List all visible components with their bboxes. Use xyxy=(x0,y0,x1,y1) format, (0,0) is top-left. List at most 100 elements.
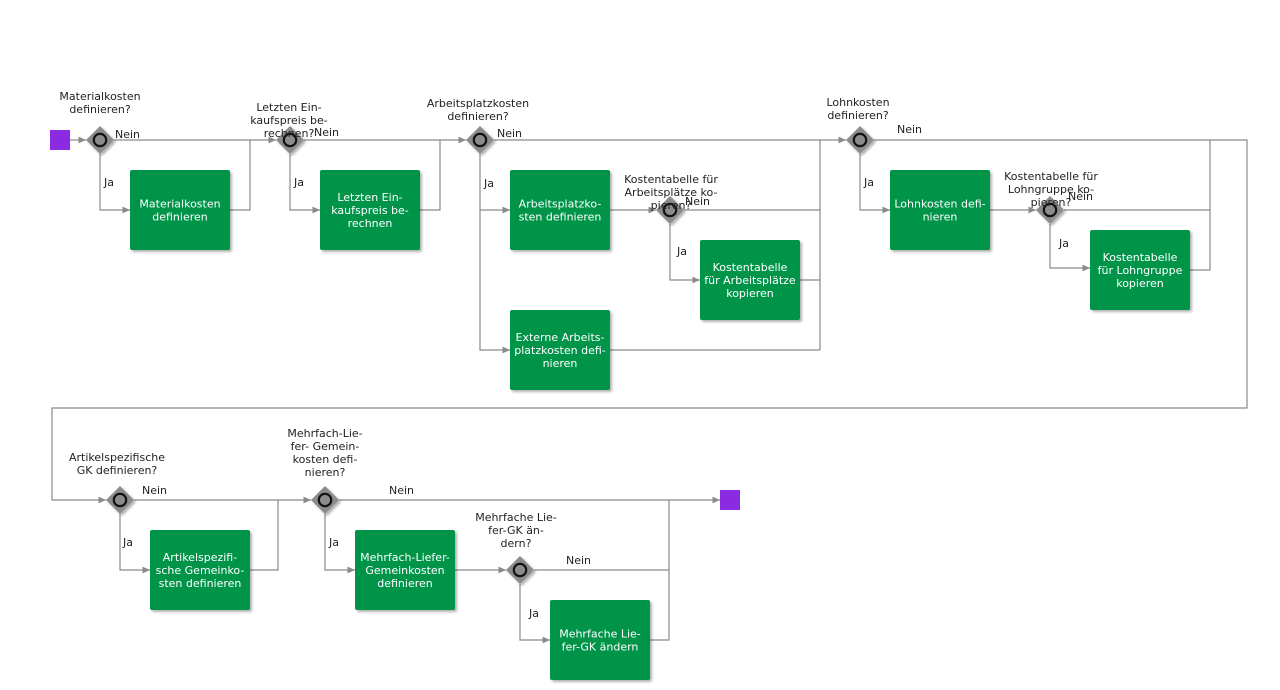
gateway-diamond-icon xyxy=(276,126,304,154)
gateway-yes-label: Ja xyxy=(103,176,114,189)
gateway-diamond-icon xyxy=(656,196,684,224)
gateway-yes-label: Ja xyxy=(328,536,339,549)
gateway-yes-label: Ja xyxy=(483,177,494,190)
gateway-question-line: GK definieren? xyxy=(77,464,158,477)
task-box xyxy=(700,240,800,320)
task-externe[interactable]: Externe Arbeits-platzkosten defi-nieren xyxy=(510,310,610,390)
flow-mehrfach-aendern-yes xyxy=(519,584,550,644)
gateway-question-line: Artikelspezifische xyxy=(69,451,165,464)
task-box xyxy=(510,310,610,390)
gateway-question-line: fer-GK än- xyxy=(488,524,544,537)
task-label-line: Mehrfache Lie- xyxy=(559,628,641,641)
event-circle-icon xyxy=(852,132,868,148)
gateway-question-line: pieren? xyxy=(651,199,692,212)
task-label-line: nieren xyxy=(923,211,958,224)
flow-material-no xyxy=(114,139,251,211)
gateway-question-line: nieren? xyxy=(305,466,346,479)
task-box xyxy=(150,530,250,610)
task-box xyxy=(890,170,990,250)
task-label: Artikelspezifi-sche Gemeinko-sten defini… xyxy=(156,551,245,590)
event-circle-icon xyxy=(512,562,528,578)
gateway-question: Mehrfache Lie-fer-GK än-dern? xyxy=(475,511,557,550)
gateway-kt-lohn[interactable] xyxy=(1036,196,1064,224)
gateway-material[interactable] xyxy=(86,126,114,154)
flow-artikel-gk-yes xyxy=(119,514,150,574)
gateway-question-line: Materialkosten xyxy=(59,90,140,103)
flow-ek-preis-no xyxy=(304,139,441,211)
task-box xyxy=(550,600,650,680)
task-arbeitsplatz[interactable]: Arbeitsplatzko-sten definieren xyxy=(510,170,610,250)
gateway-ek-preis[interactable] xyxy=(276,126,304,154)
task-label-line: definieren xyxy=(377,577,433,590)
task-label-line: Lohnkosten defi- xyxy=(894,198,985,211)
event-circle-icon xyxy=(317,492,333,508)
gateway-kt-arbeitsplatz[interactable] xyxy=(656,196,684,224)
gateway-yes-label: Ja xyxy=(676,245,687,258)
task-label-line: rechnen xyxy=(348,217,393,230)
gateway-no-label: Nein xyxy=(314,126,339,139)
task-lohn[interactable]: Lohnkosten defi-nieren xyxy=(890,170,990,250)
gateway-diamond-icon xyxy=(846,126,874,154)
gateway-question-line: Kostentabelle für xyxy=(624,173,718,186)
gateway-question-line: rechnen? xyxy=(264,127,315,140)
gateway-question-line: Letzten Ein- xyxy=(256,101,321,114)
event-circle-icon xyxy=(472,132,488,148)
gateway-question-line: fer- Gemein- xyxy=(291,440,360,453)
task-box xyxy=(1090,230,1190,310)
gateway-diamond-icon xyxy=(106,486,134,514)
gateway-question-line: kosten defi- xyxy=(293,453,358,466)
gateway-no-label: Nein xyxy=(685,195,710,208)
task-label-line: Gemeinkosten xyxy=(365,564,444,577)
gateway-yes-label: Ja xyxy=(863,176,874,189)
task-label-line: Arbeitsplatzko- xyxy=(519,198,602,211)
gateway-question-line: Arbeitsplätze ko- xyxy=(625,186,718,199)
sequence-flows xyxy=(51,136,1248,644)
task-label-line: nieren xyxy=(543,357,578,370)
gateway-diamond-icon xyxy=(1036,196,1064,224)
gateway-arbeitsplatz[interactable] xyxy=(466,126,494,154)
task-label-line: Kostentabelle xyxy=(1103,251,1178,264)
gateway-lohn[interactable] xyxy=(846,126,874,154)
flow-kt-lohn-return xyxy=(1190,140,1211,271)
task-box xyxy=(510,170,610,250)
task-label: Lohnkosten defi-nieren xyxy=(894,198,985,224)
task-label-line: fer-GK ändern xyxy=(562,641,639,654)
task-label-line: Artikelspezifi- xyxy=(163,551,237,564)
task-label-line: definieren xyxy=(152,211,208,224)
task-artikel-gk[interactable]: Artikelspezifi-sche Gemeinko-sten defini… xyxy=(150,530,250,610)
gateway-yes-label: Ja xyxy=(1058,237,1069,250)
task-label-line: platzkosten defi- xyxy=(514,344,606,357)
gateway-no-label: Nein xyxy=(566,554,591,567)
gateway-question-line: Mehrfach-Lie- xyxy=(287,427,362,440)
gateway-artikel-gk[interactable] xyxy=(106,486,134,514)
gateway-question-line: Kostentabelle für xyxy=(1004,170,1098,183)
gateway-question: Letzten Ein-kaufspreis be-rechnen? xyxy=(250,101,328,140)
task-label-line: sten definieren xyxy=(159,577,242,590)
flow-material-yes xyxy=(99,154,130,214)
gateway-mehrfach-aendern[interactable] xyxy=(506,556,534,584)
gateway-no-label: Nein xyxy=(142,484,167,497)
gateway-no-label: Nein xyxy=(497,127,522,140)
task-label-line: Letzten Ein- xyxy=(337,191,402,204)
task-label: Letzten Ein-kaufspreis be-rechnen xyxy=(331,191,409,230)
gateway-question-line: definieren? xyxy=(827,109,888,122)
task-ek-preis[interactable]: Letzten Ein-kaufspreis be-rechnen xyxy=(320,170,420,250)
gateway-mehrfach-gk[interactable] xyxy=(311,486,339,514)
task-mehrfach-aendern[interactable]: Mehrfache Lie-fer-GK ändern xyxy=(550,600,650,680)
gateway-no-label: Nein xyxy=(115,128,140,141)
gateway-question-line: dern? xyxy=(501,537,532,550)
gateway-question: Mehrfach-Lie-fer- Gemein-kosten defi-nie… xyxy=(287,427,362,479)
task-box xyxy=(320,170,420,250)
task-box xyxy=(130,170,230,250)
